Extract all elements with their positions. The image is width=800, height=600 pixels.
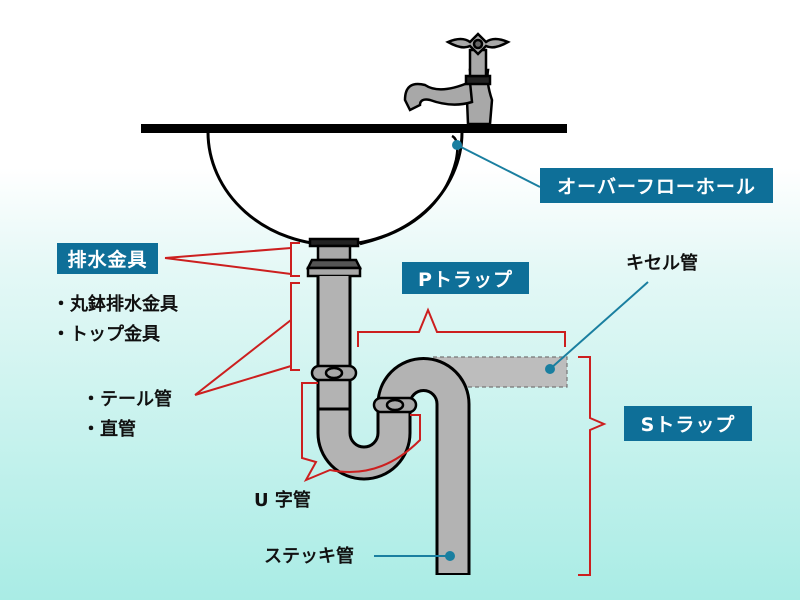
stick-pipe-label: ステッキ管 <box>264 546 354 567</box>
overflow-hole-label: オーバーフローホール <box>540 168 773 203</box>
drain-fitting <box>305 237 363 278</box>
countertop <box>141 124 567 133</box>
basin <box>206 131 464 247</box>
top-fitting-label: ・トップ金具 <box>52 324 160 345</box>
u-pipe-label: U 字管 <box>254 490 311 511</box>
u-pipe <box>319 276 468 573</box>
brackets <box>164 242 607 576</box>
tail-pipe-label: ・テール管 <box>82 389 172 410</box>
bowl-drain-fitting-label: ・丸鉢排水金具 <box>52 294 178 315</box>
straight-pipe-label: ・直管 <box>82 419 136 440</box>
s-trap-label: Sトラップ <box>624 406 752 441</box>
pipe-nut <box>310 364 418 414</box>
kiseru-pipe-label: キセル管 <box>626 253 698 274</box>
leader-lines <box>374 140 649 561</box>
drain-fitting-label: 排水金具 <box>57 243 158 274</box>
p-trap-label: Pトラップ <box>402 262 529 294</box>
faucet <box>403 32 511 126</box>
